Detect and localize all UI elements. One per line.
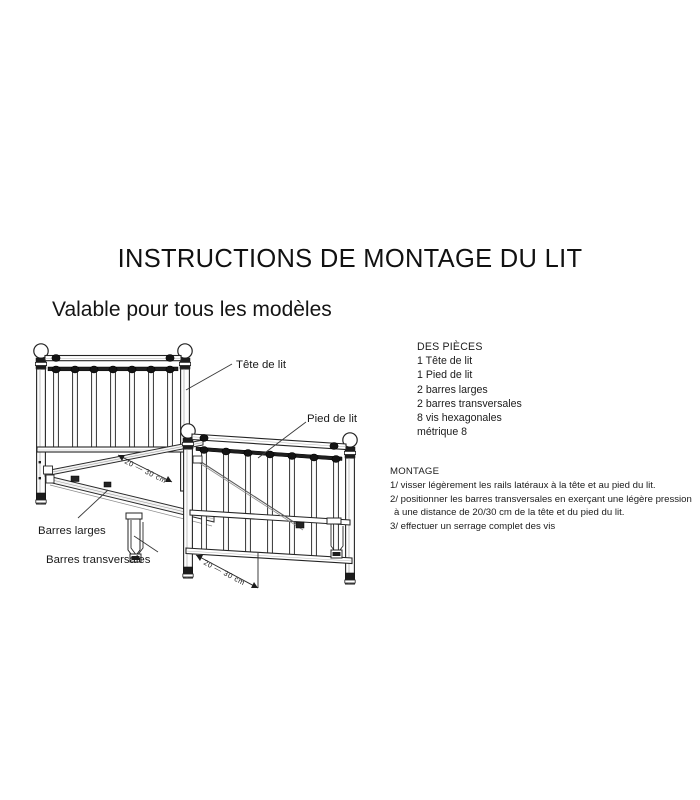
leader-headboard bbox=[185, 363, 233, 391]
list-item: 2 barres larges bbox=[417, 383, 488, 396]
assembly-instructions: MONTAGE 1/ visser légèrement les rails l… bbox=[390, 465, 700, 533]
dimension-footboard-label: 20 — 30 cm bbox=[202, 558, 247, 587]
page-title: INSTRUCTIONS DE MONTAGE DU LIT bbox=[117, 245, 583, 273]
list-item: 2/ positionner les barres transversales … bbox=[390, 493, 692, 505]
assembly-steps-list: 1/ visser légèrement les rails latéraux … bbox=[390, 479, 700, 533]
footboard-left-post bbox=[180, 423, 196, 579]
callout-label-side-rails: Barres larges bbox=[38, 525, 106, 537]
callout-leader-lines bbox=[77, 363, 307, 553]
footboard-group bbox=[180, 423, 358, 585]
parts-list-items: 1 Tête de lit 1 Pied de lit 2 barres lar… bbox=[417, 354, 522, 439]
parts-list-heading: DES PIÈCES bbox=[417, 341, 483, 353]
headboard-spindles bbox=[51, 365, 175, 450]
headboard-left-post bbox=[33, 343, 49, 505]
cross-bar-left bbox=[125, 512, 144, 563]
list-item: 1 Pied de lit bbox=[417, 369, 473, 382]
list-item: 2 barres transversales bbox=[417, 397, 522, 410]
leader-side-rails bbox=[77, 489, 109, 519]
list-item: 1/ visser légèrement les rails latéraux … bbox=[390, 480, 656, 492]
dimension-footboard: 20 — 30 cm bbox=[195, 553, 259, 589]
bed-assembly-diagram: 20 — 30 cm 20 — 30 cm bbox=[0, 330, 420, 600]
assembly-instructions-heading: MONTAGE bbox=[390, 466, 440, 477]
list-item: 8 vis hexagonales bbox=[417, 412, 502, 425]
dimension-headboard: 20 — 30 cm bbox=[117, 454, 173, 486]
list-item: 3/ effectuer un serrage complet des vis bbox=[390, 520, 556, 532]
callout-label-cross-bars: Barres transversales bbox=[46, 554, 151, 566]
dimension-headboard-label: 20 — 30 cm bbox=[123, 457, 168, 486]
list-item: à une distance de 20/30 cm de la tête et… bbox=[394, 507, 625, 519]
callout-label-footboard: Pied de lit bbox=[307, 413, 358, 425]
cross-bar-right bbox=[326, 517, 344, 559]
footboard-bottom-rail bbox=[185, 547, 353, 565]
page-subtitle: Valable pour tous les modèles bbox=[52, 298, 332, 321]
list-item: 1 Tête de lit bbox=[417, 355, 473, 368]
list-item: métrique 8 bbox=[417, 426, 468, 439]
footboard-spindles bbox=[199, 446, 341, 560]
parts-list: DES PIÈCES 1 Tête de lit 1 Pied de lit 2… bbox=[417, 340, 522, 439]
leader-footboard bbox=[257, 421, 307, 459]
callout-label-headboard: Tête de lit bbox=[236, 359, 287, 371]
footboard-top-rail bbox=[191, 433, 347, 451]
footboard-mid-rail bbox=[189, 509, 351, 526]
leader-cross-bars bbox=[133, 535, 159, 553]
headboard-top-rail bbox=[44, 354, 182, 362]
